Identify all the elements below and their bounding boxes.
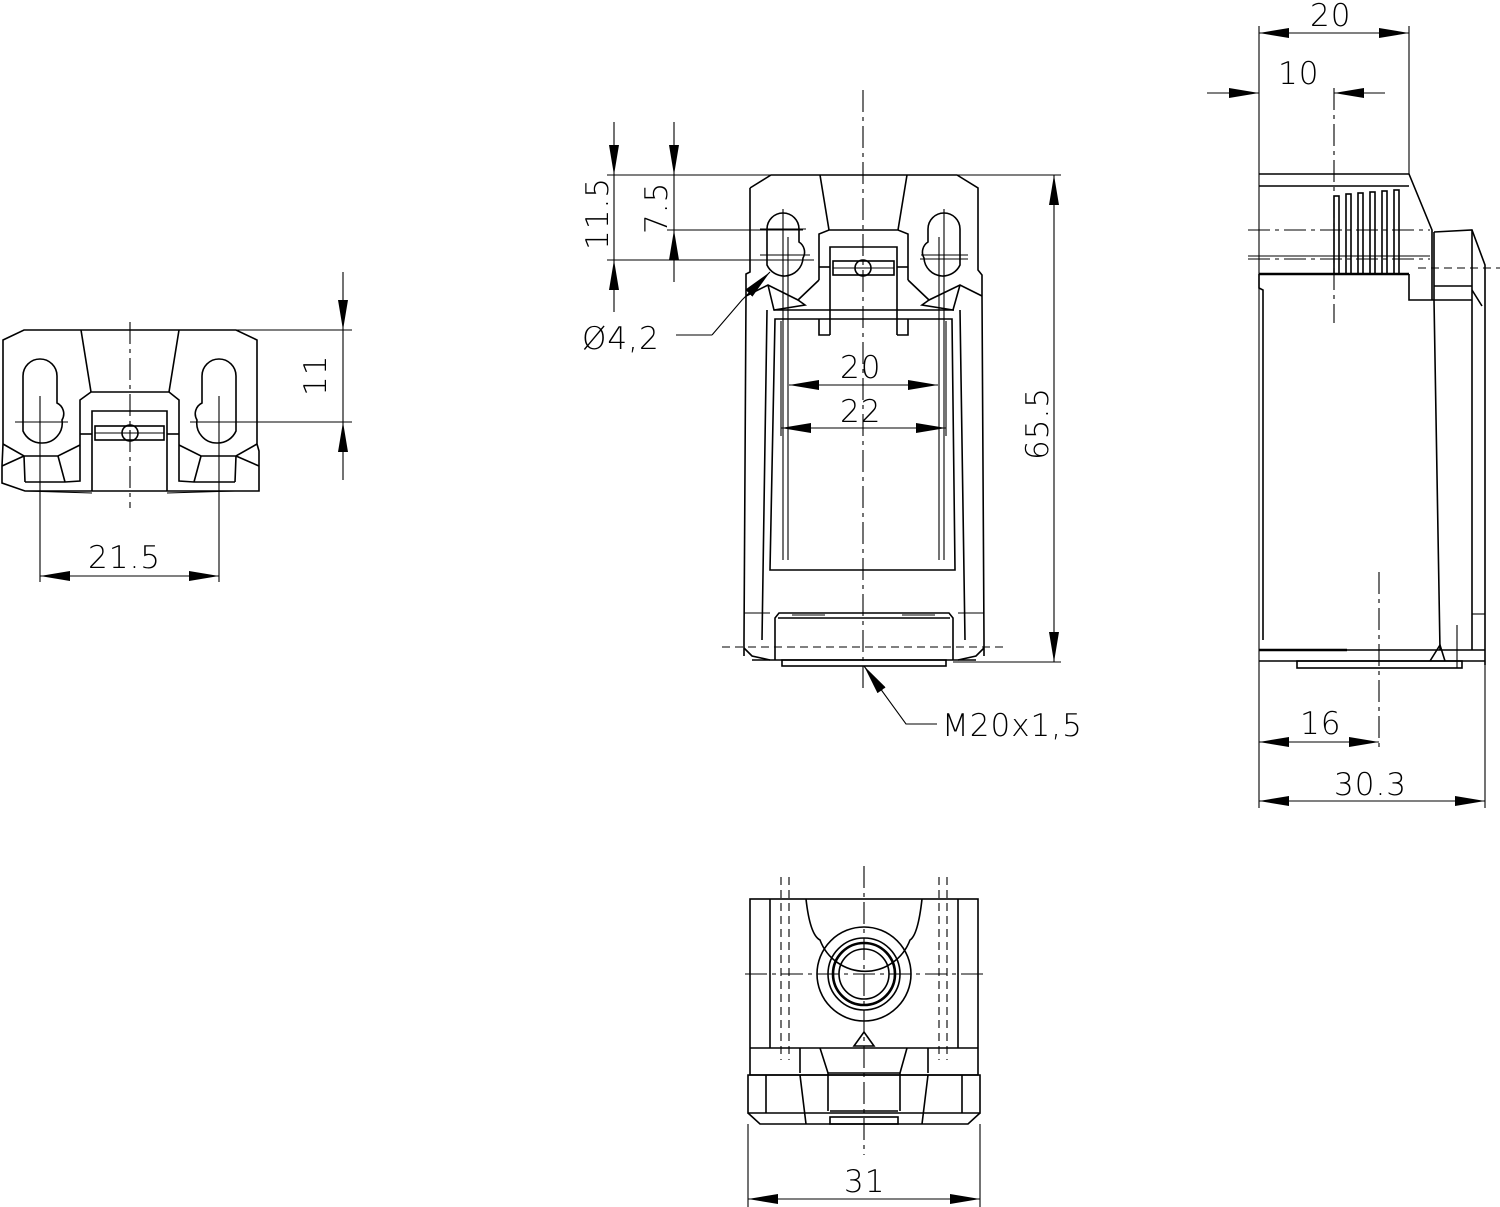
- left-side-view: 11 21.5: [1, 272, 352, 582]
- dim-front-inner-22: 22: [840, 394, 881, 430]
- dim-front-top-offset: 11.5: [580, 177, 616, 250]
- dim-side-depth-16: 16: [1300, 706, 1341, 742]
- dim-left-hole-spacing: 21.5: [88, 540, 161, 576]
- dim-side-width-10: 10: [1278, 56, 1319, 92]
- dim-front-height: 65.5: [1020, 387, 1056, 460]
- dim-side-width-20: 20: [1310, 0, 1351, 34]
- dim-front-thread: M20x1,5: [942, 708, 1083, 744]
- grip-ribs: [1333, 189, 1400, 275]
- dim-front-slot-offset: 7.5: [639, 182, 675, 234]
- dim-bottom-width: 31: [844, 1164, 885, 1200]
- dim-left-height: 11: [298, 355, 334, 396]
- front-view: 11.5 7.5 Ø4,2 20 22 65.5 M20x1,5: [580, 90, 1083, 744]
- bottom-view: 31: [745, 866, 983, 1207]
- right-side-view: 20 10: [1207, 0, 1500, 808]
- dim-front-inner-20: 20: [840, 350, 881, 386]
- dim-front-hole-diameter: Ø4,2: [582, 321, 660, 357]
- dim-side-depth-30-3: 30.3: [1334, 767, 1407, 803]
